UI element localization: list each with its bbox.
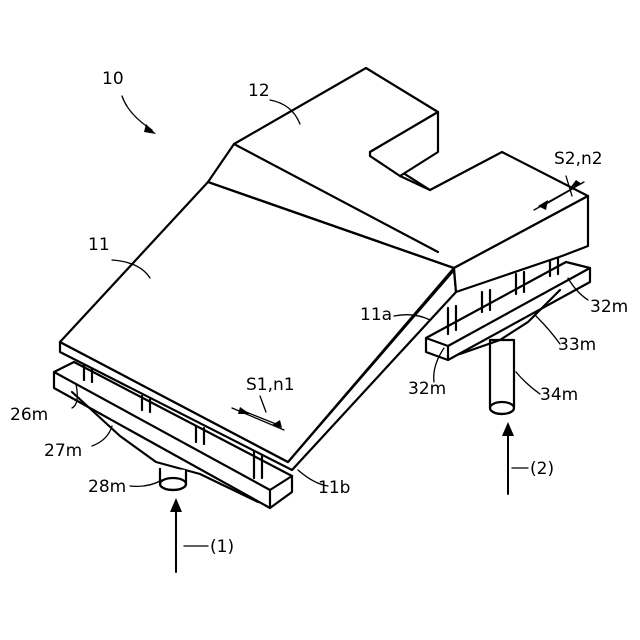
label-28m: 28m [88,477,126,497]
label-10: 10 [102,69,124,89]
label-34m: 34m [540,385,578,405]
right-column-34m [490,340,514,414]
label-27m: 27m [44,441,82,461]
load-arrow-1 [170,498,182,572]
label-load-1: (1) [210,537,234,557]
label-11: 11 [88,235,110,255]
load-arrow-2 [502,422,514,494]
label-32m-left: 32m [408,379,446,399]
label-32m-right: 32m [590,297,628,317]
label-26m: 26m [10,405,48,425]
label-s1-n1: S1,n1 [246,375,295,395]
label-11b: 11b [318,478,350,498]
label-33m: 33m [558,335,596,355]
label-s2-n2: S2,n2 [554,149,603,169]
label-11a: 11a [360,305,392,325]
label-12: 12 [248,81,270,101]
label-load-2: (2) [530,459,554,479]
left-column-28m [160,468,186,490]
